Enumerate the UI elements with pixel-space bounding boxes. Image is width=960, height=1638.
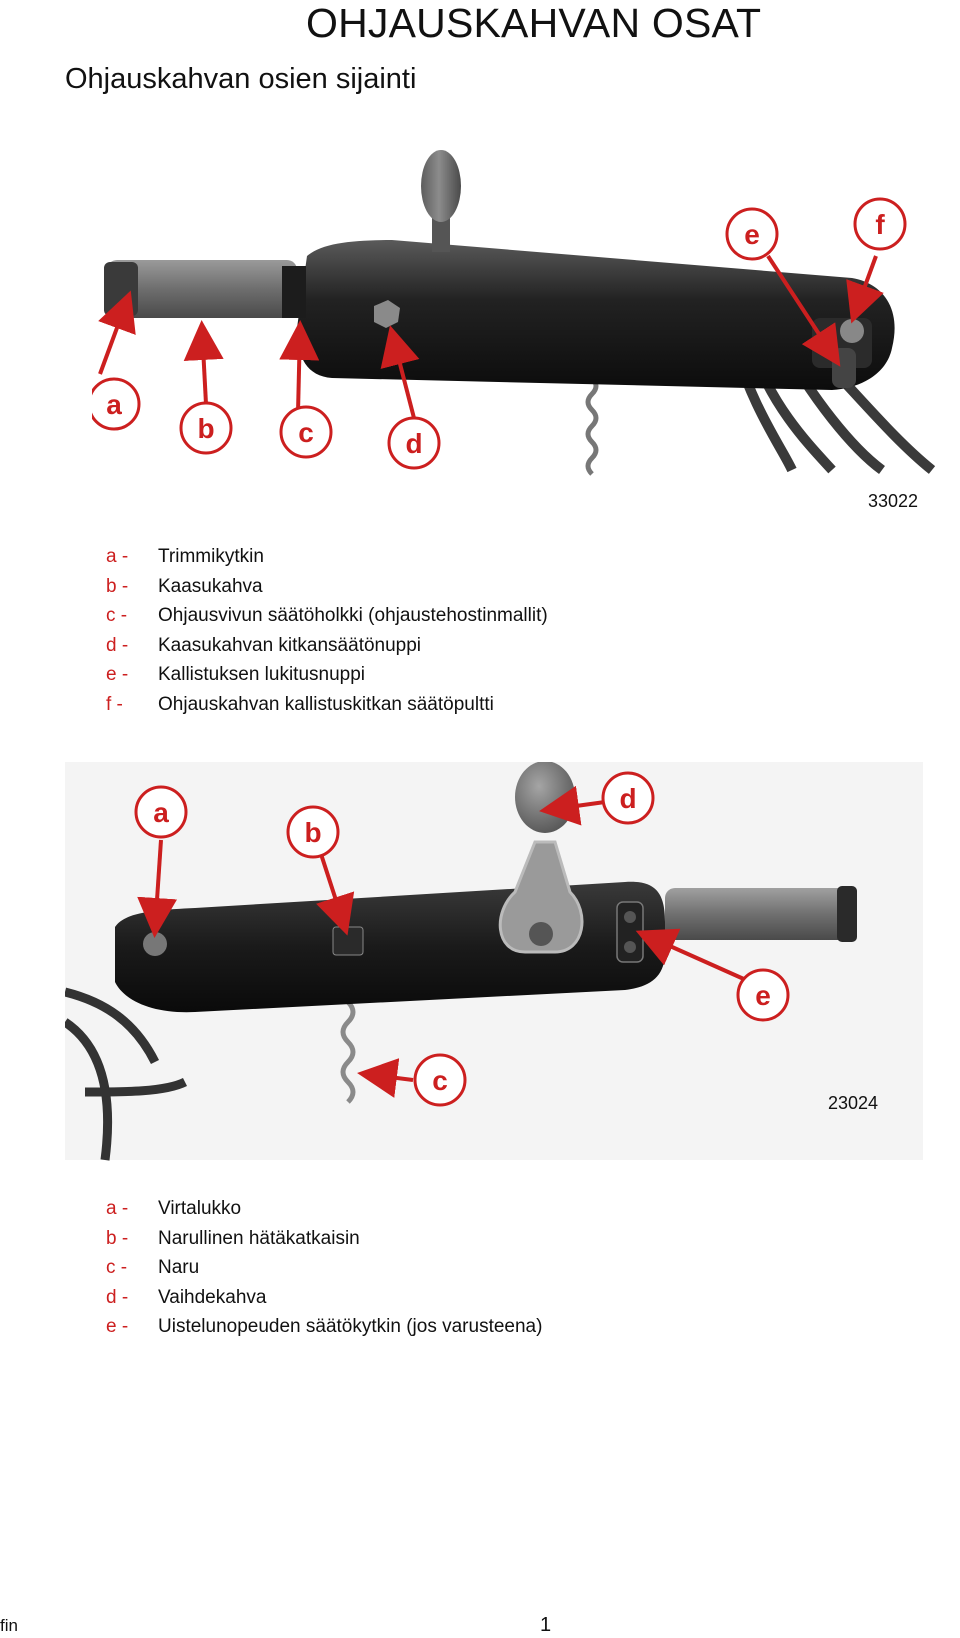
callout-c-label: c <box>298 417 314 448</box>
legend-row: a - Virtalukko <box>0 1198 960 1228</box>
legend-text: Narullinen hätäkatkaisin <box>158 1227 360 1249</box>
legend-key: c - <box>106 1257 128 1278</box>
callout-e <box>736 968 790 1022</box>
legend-row: e - Uistelunopeuden säätökytkin (jos varu… <box>0 1316 960 1346</box>
legend-key: e - <box>106 1316 129 1337</box>
callout-b-label: b <box>304 817 321 848</box>
legend-row: b - Kaasukahva <box>0 576 960 606</box>
footer-language: fin <box>0 1616 18 1635</box>
figure2-callouts: a b c d e <box>134 771 790 1107</box>
stop-switch <box>332 926 364 956</box>
shift-lever-pivot <box>529 922 553 946</box>
friction-knob <box>374 300 400 328</box>
tiller-body <box>297 240 895 390</box>
legend-row: c - Naru <box>0 1257 960 1287</box>
callout-f-label: f <box>875 209 885 240</box>
callout-a-label: a <box>106 389 122 420</box>
callout-f <box>853 197 907 251</box>
shift-lever-base <box>498 840 584 954</box>
legend-text: Trimmikytkin <box>158 546 264 567</box>
legend-text: Ohjauskahvan kallistuskitkan säätöpultti <box>158 693 494 715</box>
legend-text: Uistelunopeuden säätökytkin (jos varuste… <box>158 1316 543 1337</box>
callout-e <box>725 207 779 261</box>
callout-a <box>134 785 188 839</box>
figure2-number: 23024 <box>828 1093 879 1113</box>
legend-key: c - <box>106 605 128 626</box>
legend-row: b - Narullinen hätäkatkaisin <box>0 1228 960 1258</box>
legend-key: e - <box>106 664 129 685</box>
page-number: 1 <box>540 1614 552 1636</box>
legend-key: a - <box>106 1198 129 1219</box>
callout-d-label: d <box>619 783 636 814</box>
cables <box>62 987 188 1161</box>
legend-key: b - <box>106 575 129 597</box>
adjustment-sleeve <box>282 266 306 318</box>
trim-switch <box>104 262 138 316</box>
callout-c <box>279 405 333 459</box>
troll-plus-button <box>624 911 636 923</box>
figure2-legend: a - Virtalukko b - Narullinen hätäkatkaisi… <box>0 1198 960 1346</box>
tilt-friction-bolt <box>840 319 864 343</box>
callout-b-label: b <box>197 413 214 444</box>
troll-minus-button <box>624 941 636 953</box>
callout-d <box>387 416 441 470</box>
legend-text: Kallistuksen lukitusnuppi <box>158 664 366 685</box>
callout-e-label: e <box>744 219 760 250</box>
legend-key: a - <box>106 546 129 567</box>
callout-d-label: d <box>405 428 422 459</box>
legend-text: Kaasukahvan kitkansäätönuppi <box>158 634 422 656</box>
callout-b <box>286 805 340 859</box>
grip-end <box>837 886 857 942</box>
callout-c <box>413 1053 467 1107</box>
callout-d <box>601 771 655 825</box>
legend-text: Vaihdekahva <box>158 1286 267 1308</box>
figure1-number: 33022 <box>868 491 919 511</box>
figure1-callouts: a b c d e f <box>87 197 907 470</box>
legend-row: c - Ohjausvivun säätöholkki (ohjaustehost… <box>0 605 960 635</box>
legend-row: a - Trimmikytkin <box>0 546 960 576</box>
tilt-lock-knob <box>832 348 856 388</box>
legend-row: f - Ohjauskahvan kallistuskitkan säätöpul… <box>0 694 960 724</box>
section-subtitle: Ohjauskahvan osien sijainti <box>65 63 417 95</box>
callout-e-label: e <box>755 980 771 1011</box>
legend-key: b - <box>106 1227 129 1249</box>
callout-b <box>179 401 233 455</box>
coil-cord <box>585 376 599 476</box>
legend-row: d - Vaihdekahva <box>0 1287 960 1317</box>
legend-text: Ohjausvivun säätöholkki (ohjaustehostinm… <box>158 605 548 626</box>
legend-text: Naru <box>158 1257 200 1278</box>
legend-row: e - Kallistuksen lukitusnuppi <box>0 664 960 694</box>
shift-lever-knob <box>515 761 575 833</box>
legend-text: Kaasukahva <box>158 575 263 597</box>
ignition-key <box>143 932 167 956</box>
shift-lever-knob <box>421 150 461 222</box>
figure1-legend: a - Trimmikytkin b - Kaasukahva c - Ohjausv… <box>0 546 960 723</box>
callout-a-label: a <box>153 797 169 828</box>
callout-c-label: c <box>432 1065 448 1096</box>
page-title: OHJAUSKAHVAN OSAT <box>306 0 762 46</box>
legend-row: d - Kaasukahvan kitkansäätönuppi <box>0 635 960 665</box>
legend-key: f - <box>106 693 123 715</box>
tiller-handle-figure-2: a b c d e <box>62 761 925 1164</box>
throttle-grip <box>665 888 855 940</box>
tiller-handle-figure-1: a b c d e f <box>87 148 958 488</box>
legend-key: d - <box>106 1286 129 1308</box>
legend-key: d - <box>106 634 129 656</box>
legend-text: Virtalukko <box>158 1198 242 1219</box>
throttle-grip <box>107 260 297 318</box>
